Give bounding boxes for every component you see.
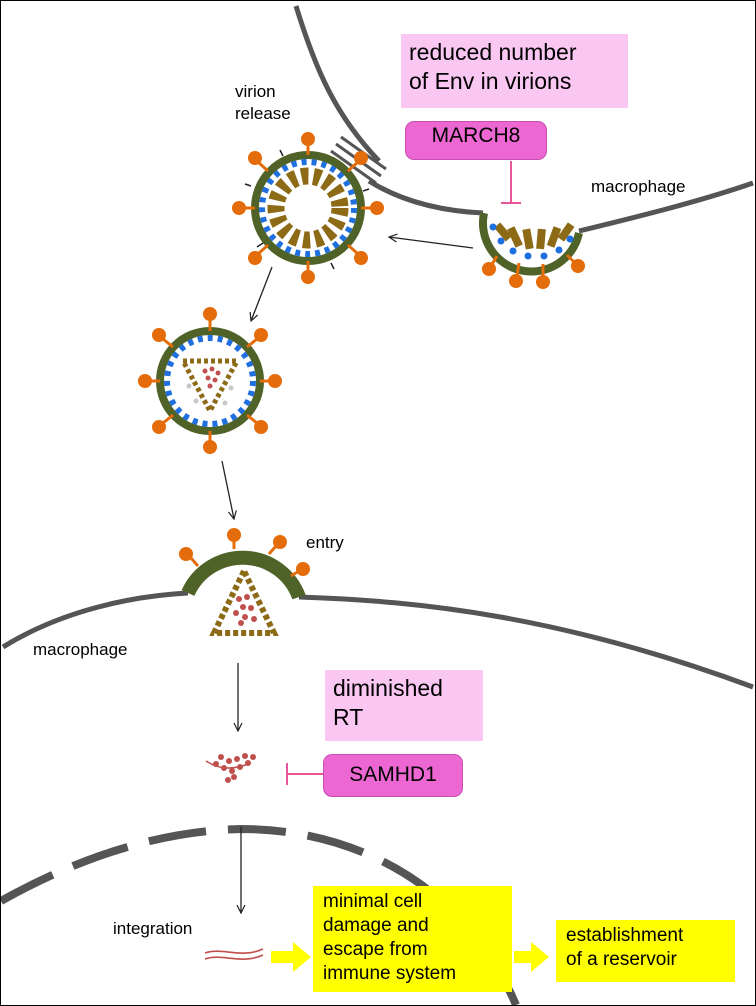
reservoir-box: establishment of a reservoir bbox=[556, 920, 735, 982]
macrophage-middle-label: macrophage bbox=[33, 640, 128, 659]
entry-label: entry bbox=[306, 533, 344, 552]
budding-virion-icon bbox=[478, 212, 585, 289]
reverse-transcription-icon bbox=[205, 753, 256, 783]
nuclear-envelope bbox=[1, 824, 520, 1005]
minimal-damage-box: minimal cell damage and escape from immu… bbox=[313, 886, 512, 992]
entering-virion-icon bbox=[179, 528, 310, 636]
samhd1-inhibition bbox=[286, 763, 323, 785]
samhd1-box: SAMHD1 bbox=[323, 754, 463, 797]
process-arrows bbox=[221, 237, 474, 913]
march8-box: MARCH8 bbox=[405, 121, 547, 160]
mature-virion-icon bbox=[138, 307, 282, 454]
march8-inhibition bbox=[501, 161, 521, 204]
diminished-rt-box: diminished RT bbox=[325, 670, 483, 741]
integrated-dna-icon bbox=[204, 948, 264, 960]
env-reduction-box: reduced number of Env in virions bbox=[401, 34, 628, 108]
macrophage-top-label: macrophage bbox=[591, 177, 686, 196]
middle-macrophage-membrane bbox=[1, 590, 754, 690]
integration-label: integration bbox=[113, 919, 193, 938]
released-virion-icon bbox=[232, 132, 384, 284]
outcome-arrows bbox=[271, 942, 549, 972]
virion-release-label: virion release bbox=[235, 82, 291, 123]
